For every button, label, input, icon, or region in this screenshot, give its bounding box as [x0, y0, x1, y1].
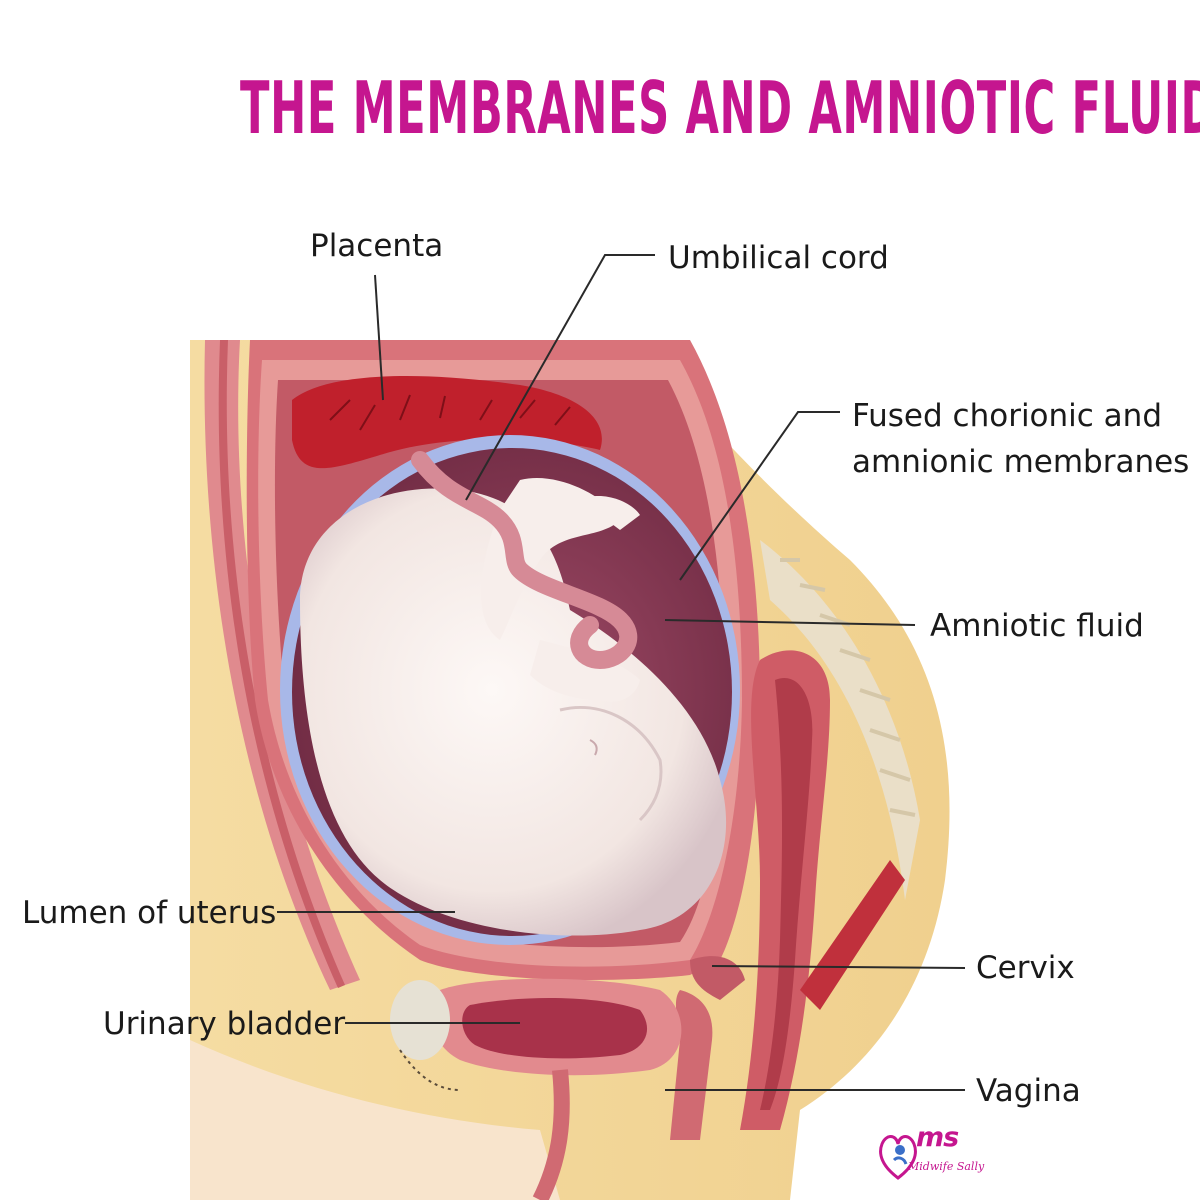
label-amniotic-fluid: Amniotic fluid — [930, 608, 1144, 644]
leader-umbilical-cord — [465, 254, 655, 501]
leader-placenta — [374, 274, 384, 401]
pubic-bone — [390, 980, 450, 1060]
umbilical-cord — [411, 451, 638, 670]
leader-lines — [277, 254, 966, 1091]
label-lumen-of-uterus: Lumen of uterus — [22, 895, 277, 931]
blood-vessel — [800, 860, 905, 1010]
leader-fused-membranes — [679, 411, 840, 581]
lower-body-skin — [190, 1040, 560, 1200]
label-urinary-bladder: Urinary bladder — [103, 1006, 346, 1042]
fetus — [300, 478, 727, 936]
heart-logo-icon — [879, 1135, 917, 1180]
label-placenta: Placenta — [310, 228, 444, 264]
label-cervix: Cervix — [976, 950, 1075, 986]
logo-monogram: ms — [916, 1122, 959, 1153]
midwife-sally-logo: ms Midwife Sally — [876, 1120, 986, 1185]
spine — [760, 540, 920, 900]
leader-cervix — [711, 965, 966, 969]
leader-amniotic-fluid — [664, 619, 916, 626]
label-vagina: Vagina — [976, 1073, 1081, 1109]
label-fused-membranes-line1: Fused chorionic and — [852, 398, 1162, 434]
urethra — [532, 1069, 570, 1200]
logo-text: Midwife Sally — [908, 1160, 985, 1173]
label-fused-membranes-line2: amnionic membranes — [852, 444, 1190, 480]
label-umbilical-cord: Umbilical cord — [668, 240, 889, 276]
